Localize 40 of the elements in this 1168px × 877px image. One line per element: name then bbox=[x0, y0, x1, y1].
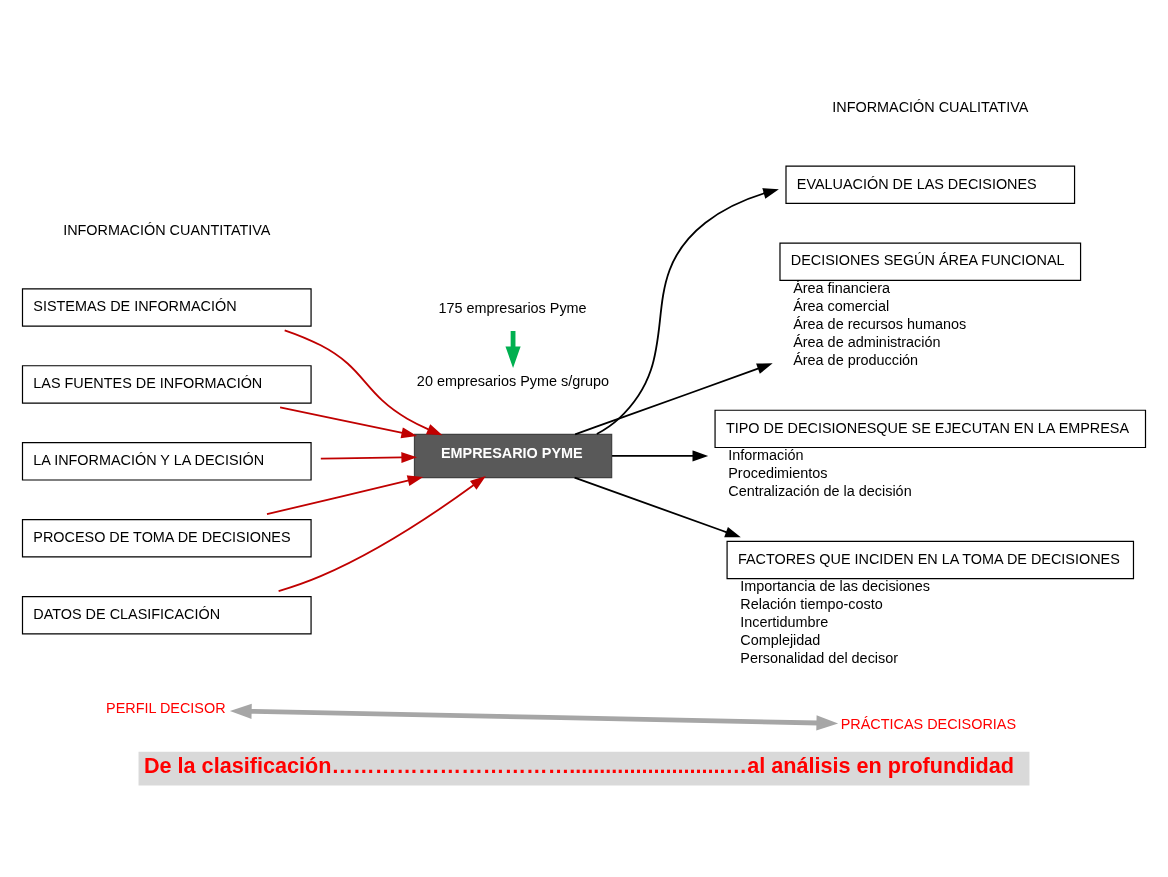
node-box: DECISIONES SEGÚN ÁREA FUNCIONAL bbox=[779, 242, 1082, 281]
node-label: Área comercial bbox=[793, 298, 890, 315]
arrow bbox=[574, 363, 773, 436]
node-label: Procedimientos bbox=[728, 465, 828, 482]
node-label: Incertidumbre bbox=[740, 614, 829, 631]
node-label: Personalidad del decisor bbox=[740, 650, 899, 667]
arrow bbox=[319, 452, 418, 463]
node-box: LAS FUENTES DE INFORMACIÓN bbox=[21, 365, 312, 404]
arrow bbox=[266, 475, 424, 516]
node-box: EMPRESARIO PYME bbox=[413, 433, 613, 479]
arrow bbox=[595, 188, 779, 435]
node-label: Área de administración bbox=[793, 334, 941, 351]
node-label: Importancia de las decisiones bbox=[740, 578, 931, 595]
arrow bbox=[279, 406, 417, 439]
node-box: LA INFORMACIÓN Y LA DECISIÓN bbox=[21, 442, 312, 481]
node-label: Complejidad bbox=[740, 632, 821, 649]
node-box: SISTEMAS DE INFORMACIÓN bbox=[21, 288, 312, 327]
caption: De la clasificación……………………………..........................…al análisis en profundidad bbox=[143, 752, 1014, 778]
arrow bbox=[277, 476, 486, 593]
node-box: FACTORES QUE INCIDEN EN LA TOMA DE DECISIONES bbox=[726, 540, 1135, 580]
node-text: 20 empresarios Pyme s/grupo bbox=[416, 373, 610, 390]
arrow bbox=[229, 703, 839, 731]
arrow bbox=[283, 329, 443, 436]
node-label: Área financiera bbox=[793, 280, 891, 297]
node-box: DATOS DE CLASIFICACIÓN bbox=[21, 596, 312, 635]
node-label: Relación tiempo-costo bbox=[740, 596, 883, 613]
arrow bbox=[611, 450, 709, 462]
label: INFORMACIÓN CUALITATIVA bbox=[832, 99, 1029, 116]
node-label: Centralización de la decisión bbox=[728, 483, 912, 500]
arrow bbox=[573, 476, 741, 538]
node-label: Área de recursos humanos bbox=[793, 316, 967, 333]
node-text: 175 empresarios Pyme bbox=[438, 299, 587, 316]
node-text: PERFIL DECISOR bbox=[106, 700, 226, 717]
node-text: PRÁCTICAS DECISORIAS bbox=[840, 715, 1017, 732]
node-box: TIPO DE DECISIONESQUE SE EJECUTAN EN LA EMPRESA bbox=[714, 409, 1147, 449]
label: INFORMACIÓN CUANTITATIVA bbox=[63, 221, 271, 238]
node-box: PROCESO DE TOMA DE DECISIONES bbox=[21, 519, 312, 558]
node-label: Información bbox=[728, 447, 804, 464]
node-label: Área de producción bbox=[793, 352, 919, 369]
node-box: EVALUACIÓN DE LAS DECISIONES bbox=[785, 165, 1076, 205]
